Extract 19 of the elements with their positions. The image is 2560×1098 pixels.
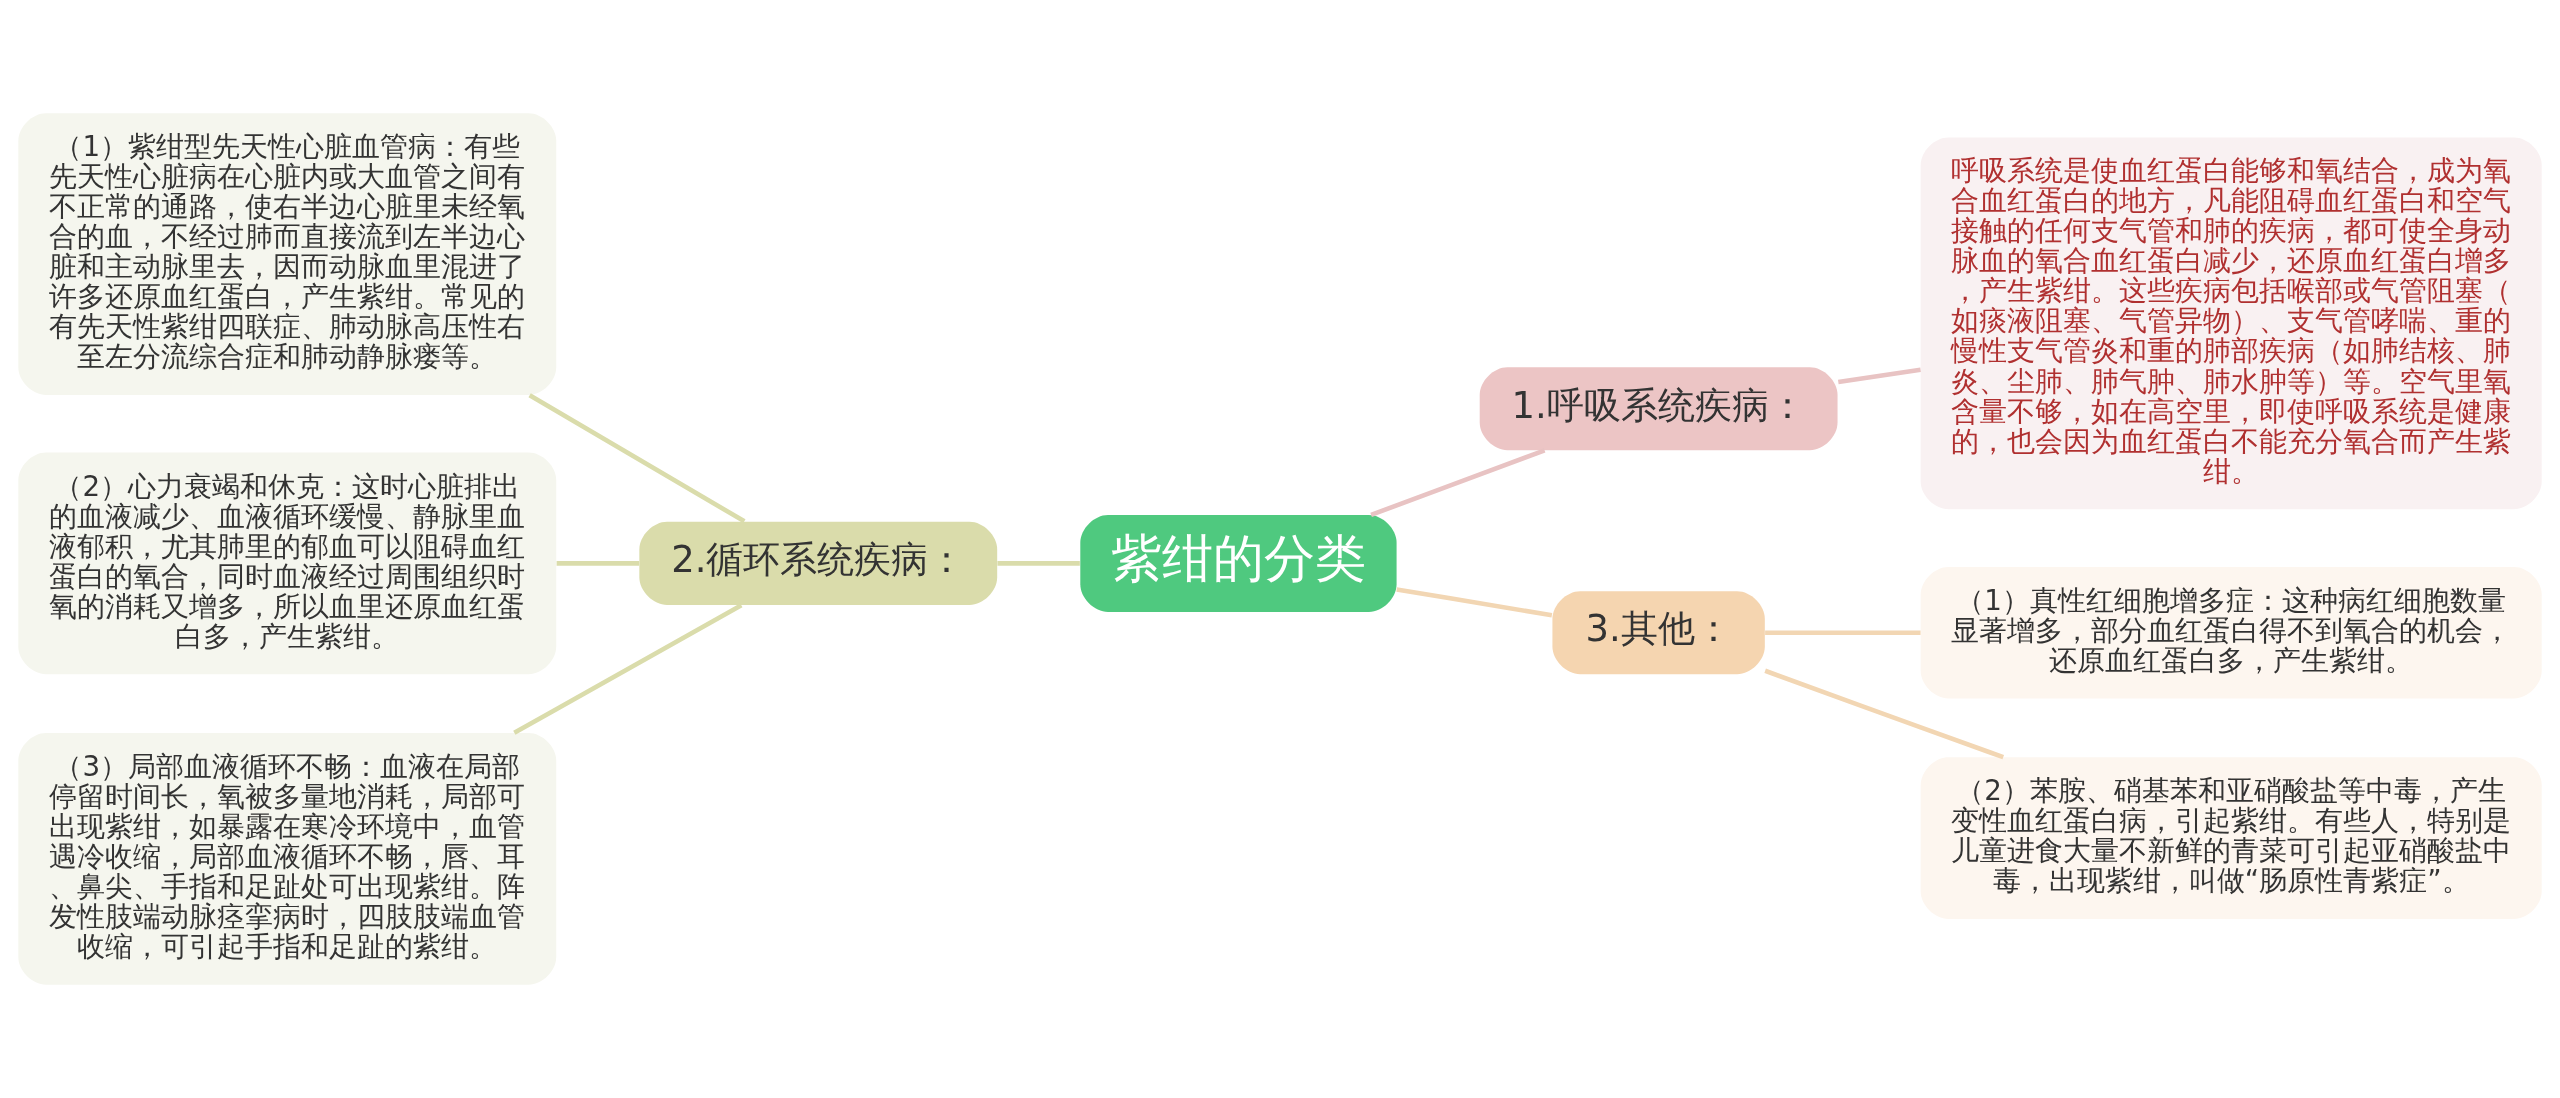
connector — [1370, 448, 1546, 518]
node-box: （2）苯胺、硝基苯和亚硝酸盐等中毒，产生变性血红蛋白病，引起紫绀。有些人，特别是儿童进食大量不新鲜的青菜可引起亚硝酸盐中毒，出现紫绀，叫做“肠原性青紫症”。 — [1920, 757, 2542, 919]
connector — [556, 561, 640, 566]
node-box: 呼吸系统是使血红蛋白能够和氧结合，成为氧合血红蛋白的地方，凡能阻碍血红蛋白和空气接触的任何支气管和肺的疾病，都可使全身动脉血的氧合血红蛋白减少，还原血红蛋白增多，产生紫绀。这些疾病包括喉部或气管阻塞（如痰液阻塞、气管异物）、支气管哮喘、重的慢性支气管炎和重的肺部疾病（如肺结核、肺炎、尘肺、肺气肿、肺水肿等）等。空气里氧含量不够，如在高空里，即使呼吸系统是健康的，也会因为血红蛋白不能充分氧合而产生紫绀。 — [1920, 137, 2542, 510]
node-box: （3）局部血液循环不畅：血液在局部停留时间长，氧被多量地消耗，局部可出现紫绀，如暴露在寒冷环境中，血管遇冷收缩，局部血液循环不畅，唇、耳、鼻尖、手指和足趾处可出现紫绀。阵发性肢端动脉痉挛病时，四肢肢端血管收缩，可引起手指和足趾的紫绀。 — [18, 733, 557, 985]
connector — [1765, 630, 1921, 635]
node-box: 3.其他： — [1552, 591, 1765, 675]
connector — [1837, 367, 1921, 385]
node-box: （1）真性红细胞增多症：这种病红细胞数量显著增多，部分血红蛋白得不到氧合的机会，还原血红蛋白多，产生紫绀。 — [1920, 566, 2542, 699]
connector — [1764, 668, 2005, 760]
node-box: 紫绀的分类 — [1080, 514, 1397, 612]
connector — [513, 603, 743, 735]
connector — [997, 561, 1080, 566]
node-box: （2）心力衰竭和休克：这时心脏排出的血液减少、血液循环缓慢、静脉里血液郁积，尤其肺里的郁血可以阻碍血红蛋白的氧合，同时血液经过周围组织时氧的消耗又增多，所以血里还原血红蛋白多，产生紫绀。 — [18, 452, 557, 675]
node-box: 2.循环系统疾病： — [639, 521, 998, 605]
connector — [1396, 587, 1553, 618]
connector — [528, 393, 746, 524]
node-box: 1.呼吸系统疾病： — [1479, 367, 1838, 451]
node-box: （1）紫绀型先天性心脏血管病：有些先天性心脏病在心脏内或大血管之间有不正常的通路，使右半边心脏里未经氧合的血，不经过肺而直接流到左半边心脏和主动脉里去，因而动脉血里混进了许多还原血红蛋白，产生紫绀。常见的有先天性紫绀四联症、肺动脉高压性右至左分流综合症和肺动静脉瘘等。 — [18, 113, 557, 395]
